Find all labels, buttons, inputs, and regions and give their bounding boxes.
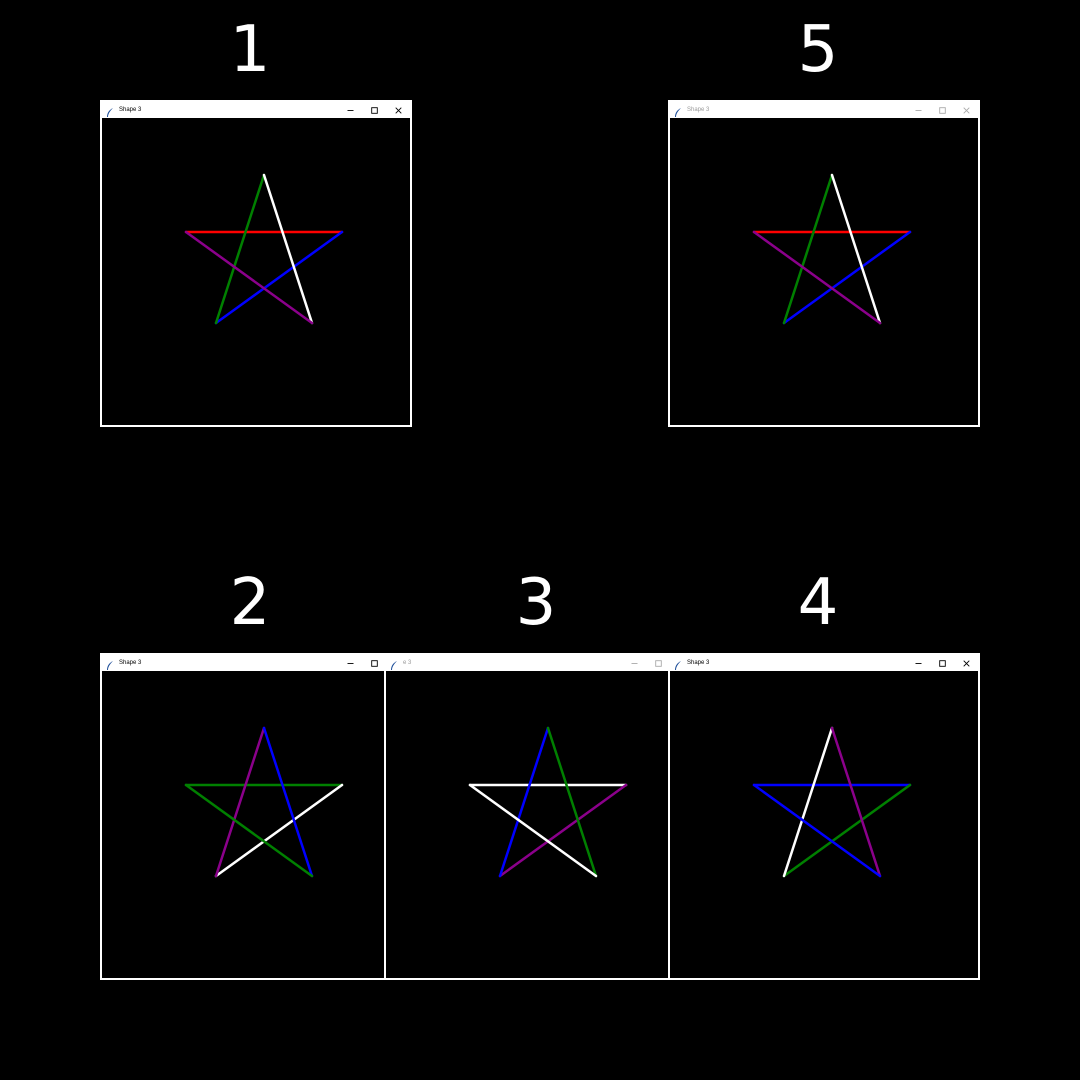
- minimize-icon: [347, 109, 353, 111]
- window-title: e 3: [403, 660, 412, 666]
- maximize-icon: [938, 659, 946, 667]
- drawing-canvas: [102, 118, 410, 425]
- star-edge-3: [214, 726, 266, 878]
- star-edge-2: [214, 230, 344, 325]
- window-panel-2[interactable]: Shape 3: [100, 653, 412, 980]
- star-edge-4: [262, 726, 314, 878]
- window-title: Shape 3: [687, 660, 710, 666]
- titlebar[interactable]: Shape 3: [102, 655, 410, 671]
- maximize-button[interactable]: [646, 655, 670, 671]
- panel-number-1: 1: [229, 13, 271, 87]
- feather-icon: [674, 658, 682, 670]
- panel-number-2: 2: [229, 566, 271, 640]
- window-panel-1[interactable]: Shape 3: [100, 100, 412, 427]
- window-title: Shape 3: [119, 660, 142, 666]
- star-drawing: [752, 726, 912, 878]
- minimize-button[interactable]: [338, 102, 362, 118]
- minimize-icon: [915, 109, 921, 111]
- panel-number-3: 3: [515, 566, 557, 640]
- star-drawing: [184, 726, 344, 878]
- close-button[interactable]: [386, 102, 410, 118]
- minimize-icon: [631, 662, 637, 664]
- minimize-button[interactable]: [338, 655, 362, 671]
- titlebar[interactable]: Shape 3: [102, 102, 410, 118]
- window-title: Shape 3: [687, 107, 710, 113]
- star-edge-2: [214, 783, 344, 878]
- star-edge-3: [782, 726, 834, 878]
- feather-icon: [674, 105, 682, 117]
- star-drawing: [752, 173, 912, 325]
- maximize-icon: [654, 659, 662, 667]
- star-drawing: [184, 173, 344, 325]
- close-icon: [962, 659, 970, 667]
- star-edge-3: [214, 173, 266, 325]
- maximize-icon: [938, 106, 946, 114]
- star-edge-5: [184, 230, 314, 325]
- titlebar[interactable]: Shape 3: [670, 102, 978, 118]
- star-edge-3: [782, 173, 834, 325]
- close-icon: [962, 106, 970, 114]
- titlebar[interactable]: e 3: [386, 655, 694, 671]
- star-drawing: [468, 726, 628, 878]
- maximize-button[interactable]: [362, 655, 386, 671]
- star-edge-5: [184, 783, 314, 878]
- star-edge-2: [782, 783, 912, 878]
- window-title: Shape 3: [119, 107, 142, 113]
- drawing-canvas: [386, 671, 694, 978]
- maximize-button[interactable]: [930, 102, 954, 118]
- window-panel-3[interactable]: e 3: [384, 653, 696, 980]
- star-edge-3: [498, 726, 550, 878]
- minimize-icon: [347, 662, 353, 664]
- star-edge-4: [262, 173, 314, 325]
- window-panel-4[interactable]: Shape 3: [668, 653, 980, 980]
- star-edge-2: [782, 230, 912, 325]
- titlebar[interactable]: Shape 3: [670, 655, 978, 671]
- maximize-icon: [370, 106, 378, 114]
- minimize-icon: [915, 662, 921, 664]
- drawing-canvas: [102, 671, 410, 978]
- minimize-button[interactable]: [622, 655, 646, 671]
- panel-number-4: 4: [797, 566, 839, 640]
- feather-icon: [106, 658, 114, 670]
- close-button[interactable]: [954, 655, 978, 671]
- maximize-icon: [370, 659, 378, 667]
- star-edge-4: [546, 726, 598, 878]
- panel-number-5: 5: [797, 13, 839, 87]
- close-icon: [394, 106, 402, 114]
- feather-icon: [106, 105, 114, 117]
- window-panel-5[interactable]: Shape 3: [668, 100, 980, 427]
- drawing-canvas: [670, 118, 978, 425]
- minimize-button[interactable]: [906, 102, 930, 118]
- star-edge-5: [468, 783, 598, 878]
- close-button[interactable]: [954, 102, 978, 118]
- star-edge-5: [752, 783, 882, 878]
- star-edge-5: [752, 230, 882, 325]
- star-edge-4: [830, 173, 882, 325]
- feather-icon: [390, 658, 398, 670]
- drawing-canvas: [670, 671, 978, 978]
- maximize-button[interactable]: [362, 102, 386, 118]
- star-edge-4: [830, 726, 882, 878]
- maximize-button[interactable]: [930, 655, 954, 671]
- star-edge-2: [498, 783, 628, 878]
- minimize-button[interactable]: [906, 655, 930, 671]
